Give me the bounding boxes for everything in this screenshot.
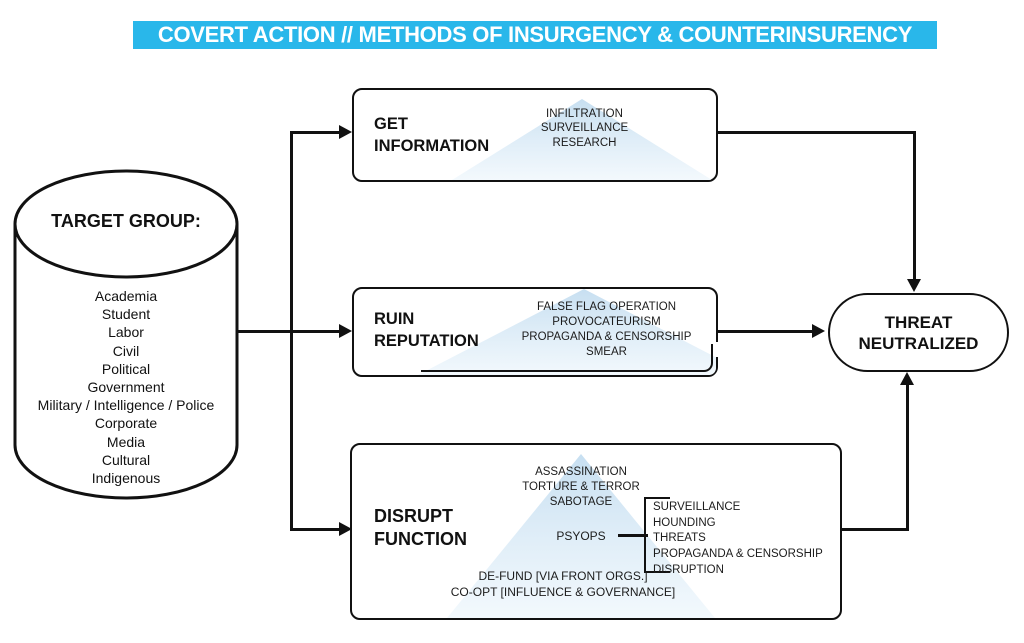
method-item: DISRUPTION: [653, 563, 724, 576]
inner-box-outline: [421, 343, 713, 372]
method-item: CO-OPT [INFLUENCE & GOVERNANCE]: [450, 585, 676, 600]
outcome-line: THREAT: [884, 312, 953, 332]
psyops-connector-line: [618, 534, 648, 537]
pyramid-methods: INFILTRATION SURVEILLANCE RESEARCH: [482, 107, 687, 150]
pyramid-clip: [354, 289, 716, 375]
connector-to-disrupt-function: [290, 528, 341, 531]
pyramid-clip: [352, 445, 840, 618]
box-heading: DISRUPT FUNCTION: [374, 505, 467, 551]
connector-ruin-reputation-out: [718, 330, 813, 333]
method-item: HOUNDING: [653, 516, 716, 529]
bracket-methods: SURVEILLANCE HOUNDING THREATS PROPAGANDA…: [653, 500, 868, 579]
method-box-ruin-reputation: RUIN REPUTATION FALSE FLAG OPERATION PRO…: [352, 287, 719, 377]
border-gap: [714, 342, 719, 357]
title-banner: COVERT ACTION // METHODS OF INSURGENCY &…: [133, 21, 937, 49]
pyramid-methods-base: DE-FUND [VIA FRONT ORGS.] CO-OPT [INFLUE…: [410, 568, 716, 600]
heading-line: GET: [374, 115, 408, 133]
connector-cylinder-to-ruin: [236, 330, 341, 333]
bracket-shape: [644, 497, 670, 573]
arrow-head-icon: [812, 324, 825, 338]
list-item: Military / Intelligence / Police: [37, 397, 215, 414]
list-item: Corporate: [94, 415, 158, 432]
connector-down-to-outcome: [913, 131, 916, 279]
connector-get-information-out: [718, 131, 916, 134]
method-item: SURVEILLANCE: [653, 501, 741, 513]
list-item: Labor: [108, 324, 144, 341]
outcome-node-threat-neutralized: THREAT NEUTRALIZED: [828, 293, 1009, 372]
method-item: PROPAGANDA & CENSORSHIP: [653, 548, 823, 561]
connector-branch-vertical: [290, 131, 293, 531]
list-item: Government: [87, 379, 165, 396]
list-item: Cultural: [101, 451, 151, 468]
box-heading: GET INFORMATION: [374, 114, 489, 157]
heading-line: FUNCTION: [374, 529, 467, 549]
connector-up-to-outcome: [906, 385, 909, 531]
heading-line: RUIN: [374, 310, 415, 328]
psyops-label: PSYOPS: [556, 529, 606, 543]
arrow-head-icon: [900, 372, 914, 385]
pyramid-methods: FALSE FLAG OPERATION PROVOCATEURISM PROP…: [464, 300, 749, 360]
list-item: Indigenous: [91, 470, 161, 487]
method-box-disrupt-function: DISRUPT FUNCTION ASSASSINATION TORTURE &…: [350, 443, 842, 620]
box-heading: RUIN REPUTATION: [374, 309, 479, 352]
connector-to-get-information: [290, 131, 341, 134]
method-item: FALSE FLAG OPERATION: [536, 301, 677, 313]
connector-disrupt-function-out: [841, 528, 909, 531]
method-item: THREATS: [653, 532, 706, 545]
method-item: PROPAGANDA & CENSORSHIP: [521, 331, 692, 343]
target-group-cylinder: [13, 169, 239, 500]
list-item: Media: [106, 433, 146, 450]
pyramid-clip: [354, 90, 716, 180]
method-item: DE-FUND [VIA FRONT ORGS.]: [478, 569, 648, 583]
heading-line: INFORMATION: [374, 136, 490, 155]
method-item: SMEAR: [586, 346, 627, 358]
heading-line: REPUTATION: [374, 331, 479, 350]
arrow-head-icon: [339, 324, 352, 338]
arrow-head-icon: [339, 125, 352, 139]
method-item: SABOTAGE: [549, 496, 613, 509]
target-group-label: TARGET GROUP:: [51, 211, 201, 231]
method-item: TORTURE & TERROR: [522, 481, 640, 494]
list-item: Academia: [94, 288, 158, 304]
heading-line: DISRUPT: [374, 506, 454, 526]
arrow-head-icon: [907, 279, 921, 292]
method-box-get-information: GET INFORMATION INFILTRATION SURVEILLANC…: [352, 88, 718, 182]
pyramid-methods-top: ASSASSINATION TORTURE & TERROR SABOTAGE: [478, 465, 684, 511]
method-item: PROVOCATEURISM: [552, 316, 661, 328]
method-item: RESEARCH: [552, 136, 617, 149]
target-group-list: Academia Student Labor Civil Political G…: [10, 287, 242, 487]
outcome-line: NEUTRALIZED: [858, 333, 979, 353]
arrow-head-icon: [339, 522, 352, 536]
list-item: Political: [101, 360, 151, 377]
method-item: INFILTRATION: [546, 108, 623, 120]
method-item: ASSASSINATION: [535, 466, 627, 478]
method-item: SURVEILLANCE: [540, 122, 629, 135]
list-item: Student: [101, 306, 151, 323]
list-item: Civil: [112, 342, 140, 359]
